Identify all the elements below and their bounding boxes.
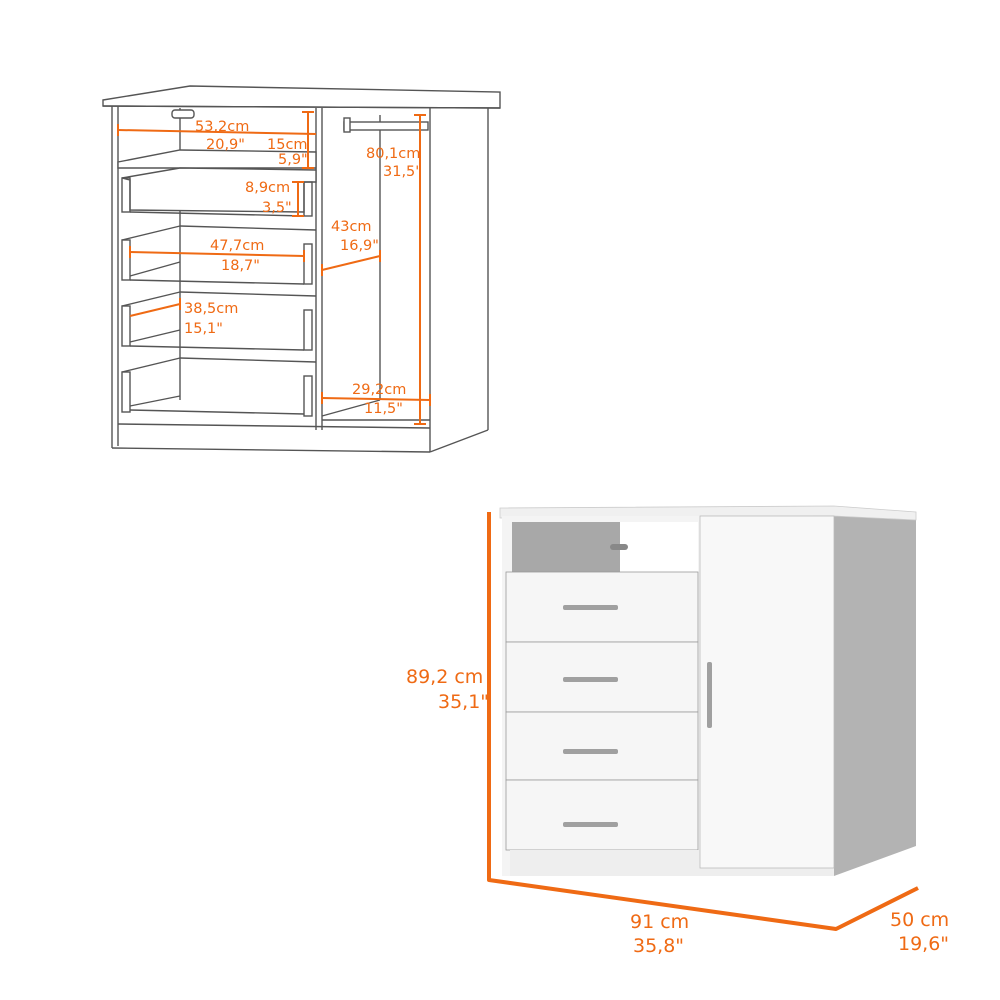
- dimension-labels-drawing: 53,2cm 20,9" 15cm 5,9" 8,9cm 3,5" 47,7cm…: [184, 119, 422, 417]
- drawer-4[interactable]: [505, 779, 699, 851]
- label-cabinet-width-cm: 29,2cm: [352, 382, 406, 398]
- label-inner-width-cm: 53,2cm: [195, 119, 249, 135]
- drawer-handle-icon: [563, 605, 618, 610]
- label-top-shelf-height-in: 5,9": [278, 152, 308, 168]
- label-drawer-width-in: 18,7": [221, 258, 260, 274]
- line-drawing-dresser: [102, 85, 501, 453]
- drawer-3[interactable]: [505, 711, 699, 781]
- label-height-in: 35,1": [438, 691, 489, 713]
- drawer-outline-2: [121, 225, 317, 285]
- dimension-labels-render: 89,2 cm 35,1" 91 cm 35,8" 50 cm 19,6": [406, 666, 949, 957]
- cabinet-door[interactable]: [699, 515, 835, 869]
- label-depth-cm: 50 cm: [890, 909, 949, 931]
- label-drawer-depth-in: 15,1": [184, 321, 223, 337]
- label-width-in: 35,8": [633, 935, 684, 957]
- label-cabinet-width-in: 11,5": [364, 401, 403, 417]
- label-width-cm: 91 cm: [630, 911, 689, 933]
- label-cabinet-depth-cm: 43cm: [331, 219, 372, 235]
- drawer-outline-3: [121, 291, 317, 351]
- drawer-2[interactable]: [505, 641, 699, 713]
- label-drawer-height-in: 3,5": [262, 200, 292, 216]
- product-render-dresser: [499, 505, 917, 876]
- label-cabinet-depth-in: 16,9": [340, 238, 379, 254]
- dimension-lines-render: [487, 512, 919, 931]
- label-top-shelf-height-cm: 15cm: [267, 137, 308, 153]
- label-cabinet-height-in: 31,5": [383, 164, 422, 180]
- door-handle-icon: [707, 662, 712, 728]
- label-drawer-width-cm: 47,7cm: [210, 238, 264, 254]
- label-inner-width-in: 20,9": [206, 137, 245, 153]
- drawer-handle-icon: [563, 822, 618, 827]
- label-drawer-height-cm: 8,9cm: [245, 180, 290, 196]
- drawer-handle-icon: [563, 749, 618, 754]
- drawer-handle-icon: [563, 677, 618, 682]
- label-cabinet-height-cm: 80,1cm: [366, 146, 420, 162]
- drawer-outline-4: [121, 357, 317, 417]
- drawer-1[interactable]: [505, 571, 699, 643]
- label-depth-in: 19,6": [898, 933, 949, 955]
- label-drawer-depth-cm: 38,5cm: [184, 301, 238, 317]
- dimension-lines-drawing: [117, 111, 431, 425]
- label-height-cm: 89,2 cm: [406, 666, 483, 688]
